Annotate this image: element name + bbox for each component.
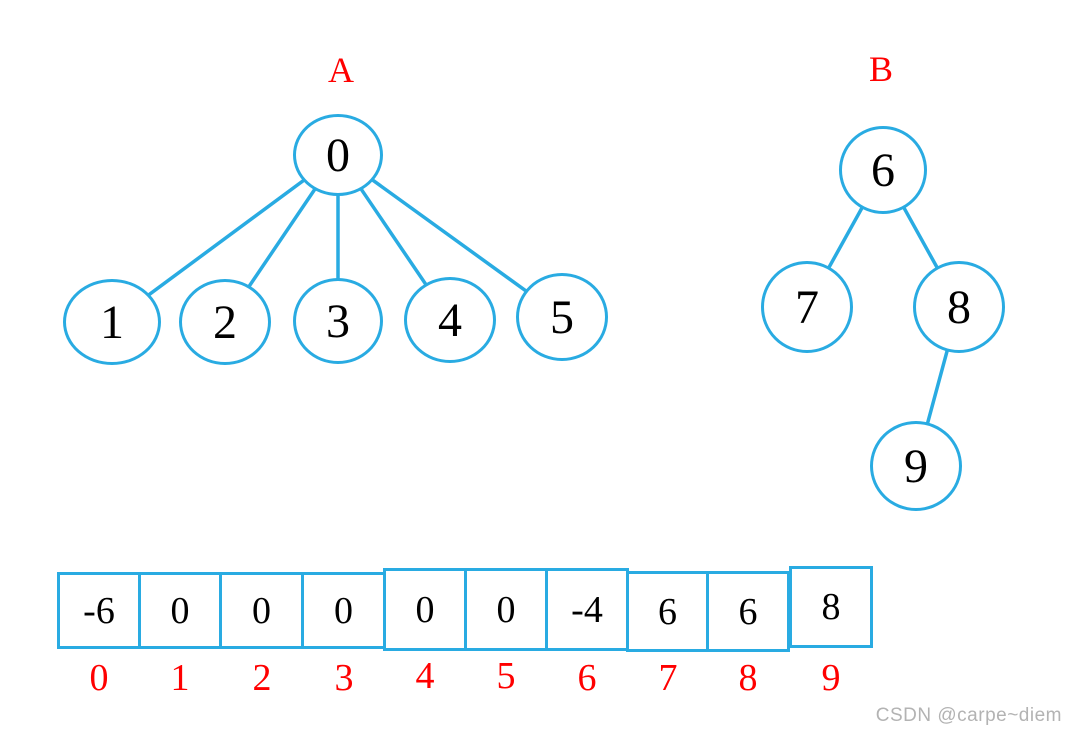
array-index-9: 9 <box>821 657 841 699</box>
tree-a-node-2: 2 <box>179 279 271 365</box>
tree-b-node-8: 8 <box>913 261 1005 353</box>
tree-a-node-4: 4 <box>404 277 496 363</box>
tree-b-node-7: 7 <box>761 261 853 353</box>
array-cell-7: 6 <box>626 571 709 652</box>
tree-b-node-9: 9 <box>870 421 962 511</box>
array-index-1: 1 <box>170 657 190 699</box>
tree-a-label: A <box>328 50 354 90</box>
array-cell-3: 0 <box>301 572 386 649</box>
csdn-watermark: CSDN @carpe~diem <box>875 705 1062 726</box>
array-index-3: 3 <box>334 657 354 699</box>
array-cell-1: 0 <box>138 572 222 649</box>
array-cell-9: 8 <box>789 566 873 648</box>
array-cell-4: 0 <box>383 568 467 651</box>
tree-a-node-3: 3 <box>293 278 383 364</box>
array-cell-6: -4 <box>545 568 629 651</box>
array-cell-0: -6 <box>57 572 141 649</box>
array-index-5: 5 <box>496 655 516 697</box>
tree-a-node-0: 0 <box>293 114 383 196</box>
tree-b-label: B <box>868 49 894 89</box>
array-index-2: 2 <box>252 657 272 699</box>
array-index-8: 8 <box>738 657 758 699</box>
tree-a-node-5: 5 <box>516 273 608 361</box>
array-cell-8: 6 <box>706 571 790 652</box>
tree-a-node-1: 1 <box>63 279 161 365</box>
tree-b-node-6: 6 <box>839 126 927 214</box>
array-index-7: 7 <box>658 657 678 699</box>
array-index-6: 6 <box>577 657 597 699</box>
array-cell-2: 0 <box>219 572 304 649</box>
array-cell-5: 0 <box>464 568 548 651</box>
array-index-4: 4 <box>415 655 435 697</box>
array-index-0: 0 <box>89 657 109 699</box>
